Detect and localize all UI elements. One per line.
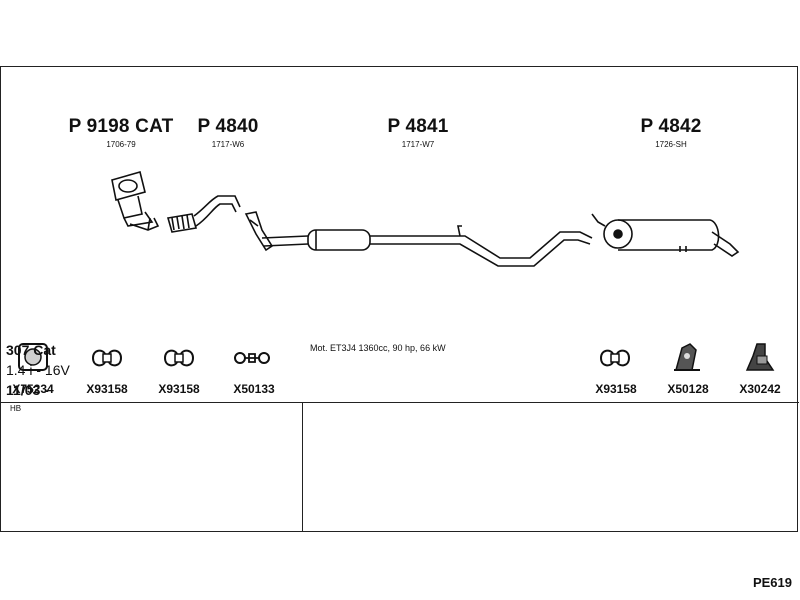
part-subcode-front-pipe: 1717-W6: [211, 140, 245, 149]
rubber-mount-icon: [674, 343, 700, 371]
accessory-code: X50133: [233, 382, 275, 396]
accessory-code: X30242: [739, 382, 781, 396]
middle-silencer-drawing: [244, 211, 593, 267]
hanger-icon: [234, 352, 270, 364]
gasket-icon: [18, 343, 48, 371]
engine-note: Mot. ET3J4 1360cc, 90 hp, 66 kW: [310, 343, 446, 353]
part-subcode-middle-silencer: 1717-W7: [401, 140, 435, 149]
clamp-icon: [164, 349, 194, 367]
part-code-middle-silencer: P 4841: [387, 116, 449, 137]
vehicle-body-type: HB: [10, 404, 22, 413]
column-divider: [302, 402, 303, 532]
accessory-code: X50128: [667, 382, 709, 396]
bracket-icon: [745, 343, 775, 371]
part-subcode-catalyst: 1706-79: [106, 140, 136, 149]
diagram-frame: [0, 66, 799, 532]
front-pipe-drawing: [166, 195, 241, 233]
vehicle-date: 11/03 -: [6, 382, 49, 398]
part-subcode-rear-silencer: 1726-SH: [655, 140, 687, 149]
catalyst-drawing: [111, 171, 160, 231]
clamp-icon: [92, 349, 122, 367]
accessory-code: X93158: [158, 382, 200, 396]
accessory-code: X93158: [595, 382, 637, 396]
reference-code: PE619: [752, 575, 792, 590]
accessory-code: X93158: [86, 382, 128, 396]
part-code-front-pipe: P 4840: [197, 116, 259, 137]
vehicle-model: 307 Cat: [6, 342, 56, 358]
accessory-code: X75234: [12, 382, 54, 396]
section-divider: [1, 402, 799, 403]
clamp-icon: [600, 349, 630, 367]
rear-silencer-drawing: [591, 213, 740, 257]
part-code-rear-silencer: P 4842: [640, 116, 702, 137]
vehicle-engine: 1.4 i - 16V: [6, 362, 70, 378]
part-code-catalyst: P 9198 CAT: [68, 116, 174, 137]
